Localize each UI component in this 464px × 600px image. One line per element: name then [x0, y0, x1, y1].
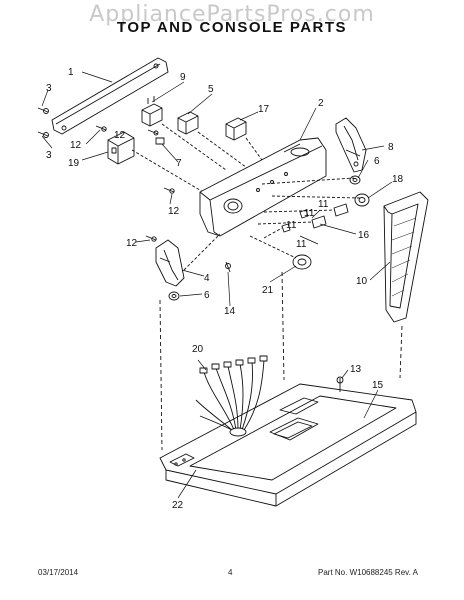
end-cap-4: [155, 239, 185, 287]
callout-9: 9: [180, 72, 186, 83]
knob-18: [354, 193, 370, 207]
callout-11a: 11: [318, 199, 329, 210]
switch-17: [225, 117, 247, 141]
knob-21: [292, 254, 312, 270]
screw-3a: [37, 107, 49, 114]
end-cap-8: [335, 117, 367, 173]
callout-15: 15: [372, 380, 384, 391]
callout-13: 13: [350, 364, 362, 375]
callout-11b: 11: [304, 208, 315, 219]
callout-2: 2: [318, 98, 324, 109]
knob-6b: [168, 291, 180, 301]
clip-7: [155, 137, 165, 145]
callout-labels: 1 2 3 3 4 5 6 6 7 8 9 10 11 11 11 11 12 …: [46, 67, 404, 511]
top-panel-15: [159, 383, 417, 507]
callout-6b: 6: [204, 290, 210, 301]
callout-12a: 12: [70, 140, 82, 151]
callout-10: 10: [356, 276, 368, 287]
footer-date: 03/17/2014: [38, 568, 79, 577]
screw-12b: [147, 129, 159, 136]
callout-16: 16: [358, 230, 370, 241]
callout-12d: 12: [114, 130, 126, 141]
callout-11c: 11: [286, 220, 297, 231]
footer-page: 4: [228, 568, 233, 577]
screw-12c: [145, 235, 157, 242]
callout-5: 5: [208, 84, 214, 95]
screw-12d: [163, 187, 175, 194]
callout-21: 21: [262, 285, 274, 296]
callout-11d: 11: [296, 239, 307, 250]
callout-3b: 3: [46, 150, 52, 161]
switch-9: [141, 96, 163, 127]
screw-3b: [37, 131, 49, 138]
button-11b: [281, 223, 291, 233]
rear-console-panel: [51, 57, 169, 135]
watermark: AppliancePartsPros.com: [89, 2, 375, 27]
callout-8: 8: [388, 142, 394, 153]
callout-14: 14: [224, 306, 236, 317]
callout-6a: 6: [374, 156, 380, 167]
screw-13: [336, 376, 344, 392]
timer-switch-19: [107, 131, 135, 165]
button-16a: [333, 203, 349, 217]
callout-20: 20: [192, 344, 204, 355]
callout-7: 7: [176, 158, 182, 169]
main-console-2: [199, 137, 327, 237]
screw-14: [225, 261, 231, 273]
callout-19: 19: [68, 158, 80, 169]
callout-17: 17: [258, 104, 270, 115]
callout-12b: 12: [168, 206, 180, 217]
callout-22: 22: [172, 500, 184, 511]
callout-1: 1: [68, 67, 74, 78]
callout-12c: 12: [126, 238, 138, 249]
page-title: TOP AND CONSOLE PARTS: [116, 19, 348, 36]
lint-filter-10: [383, 191, 429, 323]
callout-3a: 3: [46, 83, 52, 94]
wiring-harness-20: [195, 355, 268, 437]
footer-part-number: Part No. W10688245 Rev. A: [318, 568, 418, 577]
callout-18: 18: [392, 174, 404, 185]
screw-12a: [95, 125, 107, 132]
callout-4: 4: [204, 273, 210, 284]
switch-5: [177, 111, 199, 135]
